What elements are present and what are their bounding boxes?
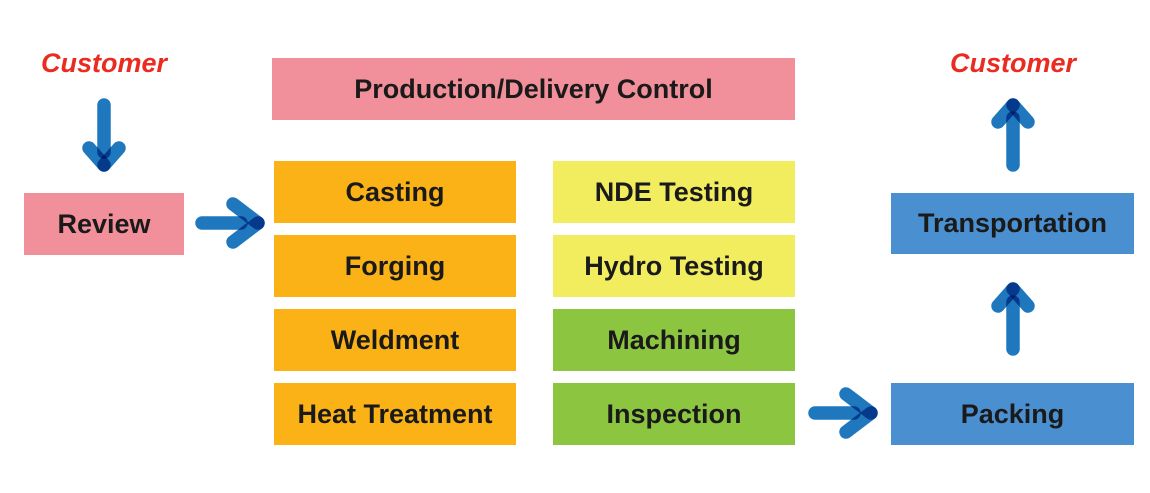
stage-machining-box: Machining	[553, 309, 795, 371]
stage-hydro-testing-box: Hydro Testing	[553, 235, 795, 297]
arrow-up-icon	[991, 282, 1035, 356]
arrow-down-icon	[82, 98, 126, 172]
stage-heat-treatment-box: Heat Treatment	[274, 383, 516, 445]
packing-box: Packing	[891, 383, 1134, 445]
production-delivery-control-box: Production/Delivery Control	[272, 58, 795, 120]
transportation-box: Transportation	[891, 193, 1134, 254]
review-box: Review	[24, 193, 184, 255]
stage-nde-testing-box: NDE Testing	[553, 161, 795, 223]
customer-label-left: Customer	[40, 48, 168, 78]
customer-label-right: Customer	[949, 48, 1077, 78]
arrow-up-icon	[991, 98, 1035, 172]
stage-weldment-box: Weldment	[274, 309, 516, 371]
arrow-right-icon	[195, 197, 265, 249]
stage-inspection-box: Inspection	[553, 383, 795, 445]
arrow-right-icon	[808, 387, 878, 439]
stage-casting-box: Casting	[274, 161, 516, 223]
stage-forging-box: Forging	[274, 235, 516, 297]
